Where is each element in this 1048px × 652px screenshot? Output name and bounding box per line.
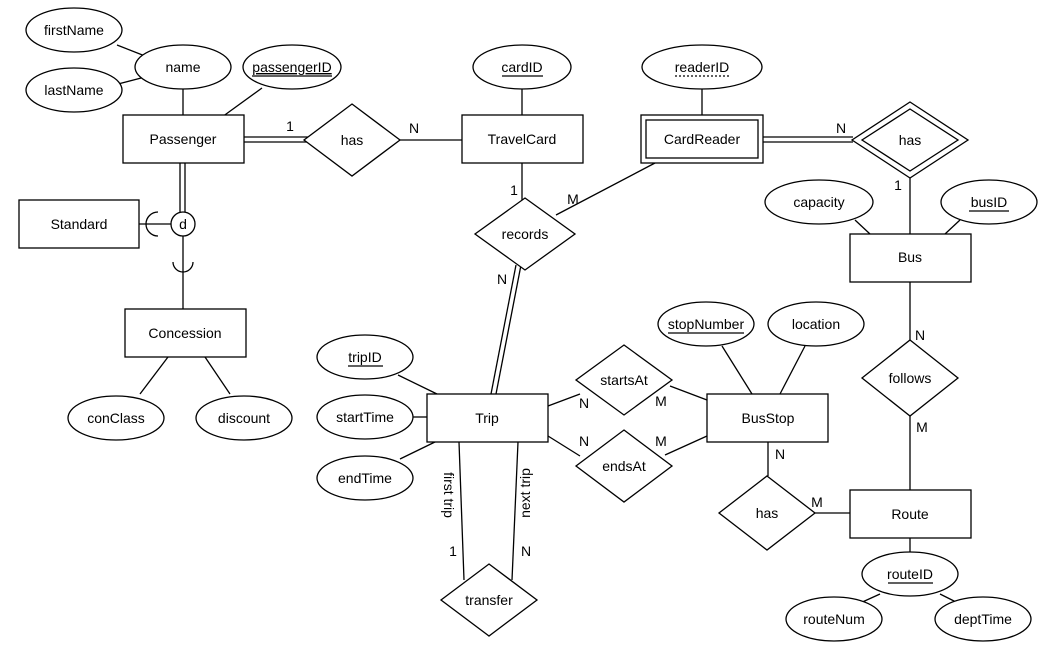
disjoint-label: d <box>179 216 187 232</box>
subset-symbol-standard <box>145 211 159 237</box>
attribute-label: endTime <box>338 470 392 486</box>
cardinality-labels: 1 N N 1 1 M N N M N M N M N M 1 N <box>286 118 928 559</box>
entity-bus: Bus <box>849 233 972 283</box>
attribute-stopNumber: stopNumber <box>657 301 755 347</box>
cardinality-has-route: M <box>811 494 823 510</box>
entity-label: Passenger <box>150 131 217 147</box>
entity-label: Standard <box>51 216 108 232</box>
cardinality-transfer-next: N <box>521 543 531 559</box>
entity-label: Bus <box>898 249 922 265</box>
cardinality-records-trip: N <box>497 271 507 287</box>
attribute-conClass: conClass <box>67 395 165 441</box>
entity-label: TravelCard <box>488 131 557 147</box>
cardinality-endsAt-busstop: M <box>655 433 667 449</box>
relationship-transfer: transfer <box>439 563 539 637</box>
entity-label: Route <box>891 506 929 522</box>
relationship-has-passenger-travelcard: has <box>302 103 402 177</box>
attribute-tripID: tripID <box>316 334 414 380</box>
attribute-routeNum: routeNum <box>785 596 883 642</box>
attribute-label: location <box>792 316 840 332</box>
attribute-discount: discount <box>195 395 293 441</box>
attribute-label: lastName <box>44 82 103 98</box>
entity-cardreader: CardReader <box>640 114 764 164</box>
relationship-endsAt: endsAt <box>574 429 674 503</box>
entity-label: Concession <box>148 325 221 341</box>
attribute-name: name <box>134 44 232 90</box>
cardinality-follows-route: M <box>916 419 928 435</box>
relationship-label: has <box>341 132 364 148</box>
cardinality-trip-endsAt: N <box>579 433 589 449</box>
attribute-label-key: busID <box>971 194 1008 210</box>
attribute-lastName: lastName <box>25 67 123 113</box>
relationship-label: transfer <box>465 592 513 608</box>
attribute-label: conClass <box>87 410 145 426</box>
attribute-deptTime: deptTime <box>934 596 1032 642</box>
specialization-disjoint: d <box>170 211 196 237</box>
relationship-startsAt: startsAt <box>574 344 674 416</box>
cardinality-records-cardreader: M <box>567 191 579 207</box>
entity-passenger: Passenger <box>122 114 245 164</box>
cardinality-transfer-first: 1 <box>449 543 457 559</box>
entity-label: BusStop <box>742 410 795 426</box>
role-label-next-trip: next trip <box>517 468 533 518</box>
entity-standard: Standard <box>18 199 140 249</box>
relationship-label: startsAt <box>600 372 648 388</box>
attribute-label-partial-key: readerID <box>675 59 729 75</box>
attribute-label-key: passengerID <box>252 59 331 75</box>
relationship-follows: follows <box>860 339 960 417</box>
cardinality-busstop-has: N <box>775 446 785 462</box>
relationship-has-cardreader-bus: has <box>850 101 970 179</box>
entity-busstop: BusStop <box>706 393 829 443</box>
attribute-label-key: routeID <box>887 566 933 582</box>
entity-route: Route <box>849 489 972 539</box>
attribute-label-key: cardID <box>501 59 542 75</box>
attribute-cardID: cardID <box>472 44 572 90</box>
attribute-label: deptTime <box>954 611 1012 627</box>
attribute-label-key: tripID <box>348 349 381 365</box>
entity-trip: Trip <box>426 393 549 443</box>
relationship-label: endsAt <box>602 458 646 474</box>
cardinality-has-bus: 1 <box>894 177 902 193</box>
attribute-label: capacity <box>793 194 844 210</box>
attribute-readerID: readerID <box>641 44 763 90</box>
attribute-passengerID: passengerID <box>242 44 342 90</box>
entity-label: Trip <box>475 410 499 426</box>
attribute-location: location <box>767 301 865 347</box>
attribute-label: firstName <box>44 22 104 38</box>
cardinality-travelcard-records: 1 <box>510 182 518 198</box>
attribute-endTime: endTime <box>316 455 414 501</box>
relationship-records: records <box>473 197 577 271</box>
role-label-first-trip: first trip <box>441 472 457 518</box>
attribute-startTime: startTime <box>316 394 414 440</box>
attribute-label: routeNum <box>803 611 864 627</box>
attribute-label-key: stopNumber <box>668 316 745 332</box>
relationship-label: records <box>502 226 549 242</box>
cardinality-trip-startsAt: N <box>579 395 589 411</box>
entity-concession: Concession <box>124 308 247 358</box>
entity-label: CardReader <box>664 131 741 147</box>
relationship-label: has <box>756 505 779 521</box>
attribute-busID: busID <box>940 179 1038 225</box>
attribute-label: discount <box>218 410 270 426</box>
attribute-label: startTime <box>336 409 394 425</box>
attribute-capacity: capacity <box>764 179 874 225</box>
relationship-label: has <box>899 132 922 148</box>
subset-symbol-concession <box>172 261 194 273</box>
relationship-has-busstop-route: has <box>717 475 817 551</box>
attribute-label: name <box>165 59 200 75</box>
attribute-routeID: routeID <box>861 551 959 597</box>
cardinality-has-travelcard: N <box>409 120 419 136</box>
cardinality-startsAt-busstop: M <box>655 393 667 409</box>
cardinality-cardreader-has: N <box>836 120 846 136</box>
cardinality-passenger-has: 1 <box>286 118 294 134</box>
entity-travelcard: TravelCard <box>461 114 584 164</box>
cardinality-bus-follows: N <box>915 327 925 343</box>
role-labels: first trip next trip <box>441 468 533 518</box>
relationship-label: follows <box>889 370 932 386</box>
attribute-firstName: firstName <box>25 7 123 53</box>
